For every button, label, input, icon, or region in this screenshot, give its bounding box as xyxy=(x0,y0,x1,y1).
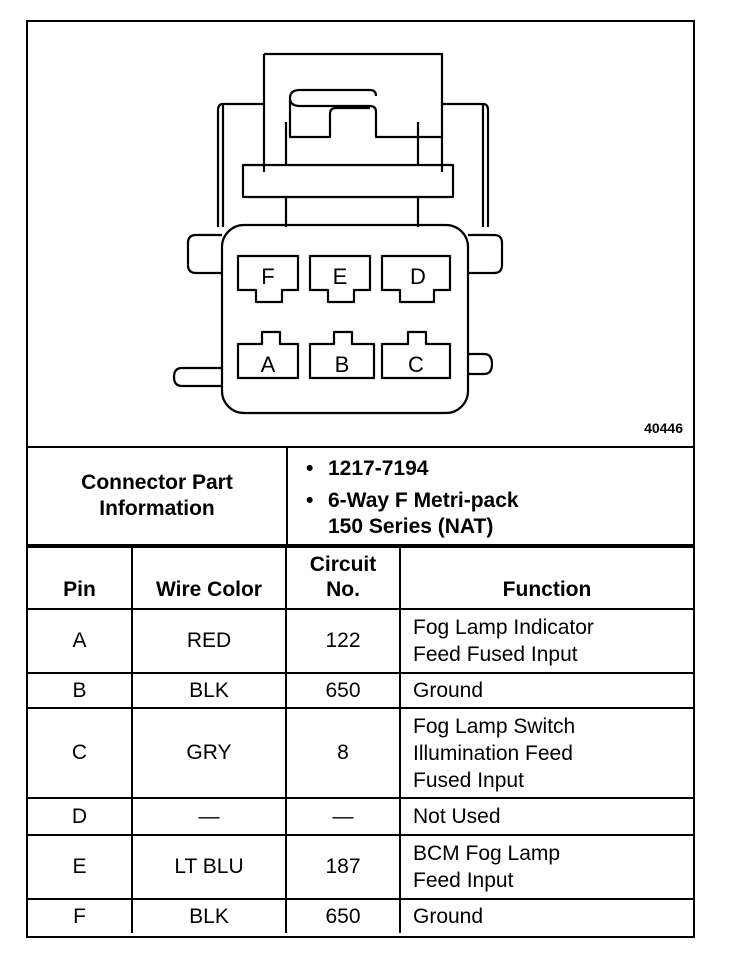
table-row: C GRY 8 Fog Lamp Switch Illumination Fee… xyxy=(28,707,693,799)
table-row: B BLK 650 Ground xyxy=(28,672,693,709)
function-line: Feed Input xyxy=(413,869,514,892)
table-row: D — — Not Used xyxy=(28,797,693,836)
function-line: Not Used xyxy=(413,805,501,828)
function-line: Ground xyxy=(413,905,484,928)
function-line: Illumination Feed xyxy=(413,741,573,765)
function-cell: Not Used xyxy=(399,797,693,836)
pin-cell: D xyxy=(28,797,133,836)
function-line: Fog Lamp Switch xyxy=(413,714,576,738)
connector-drawing: F E D A B C xyxy=(172,52,504,415)
wire-color-cell: LT BLU xyxy=(131,834,287,900)
part-number: 1217-7194 xyxy=(328,457,429,480)
header-wire-color: Wire Color xyxy=(131,546,287,610)
wire-color-cell: BLK xyxy=(131,898,287,933)
figure-id: 40446 xyxy=(644,420,683,436)
wire-color-cell: RED xyxy=(131,608,287,674)
cavity-label-a: A xyxy=(261,352,276,377)
description-line1: 6-Way F Metri-pack xyxy=(328,489,519,512)
pin-cell: E xyxy=(28,834,133,900)
circuit-cell: 187 xyxy=(285,834,401,900)
description-item: • 6-Way F Metri-pack 150 Series (NAT) xyxy=(306,488,519,540)
header-circuit-line2: No. xyxy=(326,578,360,601)
bottom-row-cavities xyxy=(236,330,452,380)
pin-cell: B xyxy=(28,672,133,709)
cavity-label-b: B xyxy=(335,352,350,377)
circuit-cell: — xyxy=(285,797,401,836)
cavity-c-outline xyxy=(380,330,452,380)
wire-color-cell: — xyxy=(131,797,287,836)
cavity-b-outline xyxy=(308,330,376,380)
bullet-icon: • xyxy=(306,489,314,512)
cavity-label-d: D xyxy=(410,264,426,289)
connector-figure: F E D A B C 40446 Connector Part Informa… xyxy=(26,20,695,938)
function-cell: Ground xyxy=(399,898,693,933)
wire-color-cell: GRY xyxy=(131,707,287,799)
part-number-item: • 1217-7194 xyxy=(306,456,429,482)
function-cell: Fog Lamp Indicator Feed Fused Input xyxy=(399,608,693,674)
header-function: Function xyxy=(399,546,693,610)
circuit-cell: 650 xyxy=(285,672,401,709)
pin-cell: F xyxy=(28,898,133,933)
function-cell: Fog Lamp Switch Illumination Feed Fused … xyxy=(399,707,693,799)
connector-part-info: Connector Part Information • 1217-7194 •… xyxy=(28,448,693,546)
cavity-label-c: C xyxy=(408,352,424,377)
table-row: A RED 122 Fog Lamp Indicator Feed Fused … xyxy=(28,608,693,674)
info-label-line2: Information xyxy=(99,497,215,520)
table-row: F BLK 650 Ground xyxy=(28,898,693,933)
function-line: BCM Fog Lamp xyxy=(413,842,561,865)
pinout-table: Pin Wire Color Circuit No. Function A RE… xyxy=(28,546,693,933)
table-header-row: Pin Wire Color Circuit No. Function xyxy=(28,546,693,610)
function-line: Ground xyxy=(413,679,484,702)
cavity-label-e: E xyxy=(333,264,348,289)
function-line: Fused Input xyxy=(413,768,524,792)
connector-part-info-list: • 1217-7194 • 6-Way F Metri-pack 150 Ser… xyxy=(288,448,693,544)
cavity-f-outline xyxy=(236,254,300,304)
connector-diagram: F E D A B C 40446 xyxy=(28,22,693,448)
connector-part-info-label: Connector Part Information xyxy=(28,448,288,544)
description-line2: 150 Series (NAT) xyxy=(328,515,494,538)
cavity-label-f: F xyxy=(261,264,274,289)
pin-cell: C xyxy=(28,707,133,799)
cavity-a-outline xyxy=(236,330,300,380)
circuit-cell: 8 xyxy=(285,707,401,799)
pin-cell: A xyxy=(28,608,133,674)
top-row-cavities xyxy=(236,254,452,304)
header-circuit-line1: Circuit xyxy=(309,553,377,576)
wire-color-cell: BLK xyxy=(131,672,287,709)
header-pin: Pin xyxy=(28,546,133,610)
function-line: Fog Lamp Indicator xyxy=(413,616,594,639)
function-cell: Ground xyxy=(399,672,693,709)
bullet-icon: • xyxy=(306,457,314,480)
header-circuit: Circuit No. xyxy=(285,546,401,610)
function-cell: BCM Fog Lamp Feed Input xyxy=(399,834,693,900)
function-line: Feed Fused Input xyxy=(413,643,578,666)
circuit-cell: 122 xyxy=(285,608,401,674)
table-row: E LT BLU 187 BCM Fog Lamp Feed Input xyxy=(28,834,693,900)
circuit-cell: 650 xyxy=(285,898,401,933)
cavity-e-outline xyxy=(308,254,372,304)
info-label-line1: Connector Part xyxy=(81,471,233,494)
cavity-d-outline xyxy=(380,254,452,304)
